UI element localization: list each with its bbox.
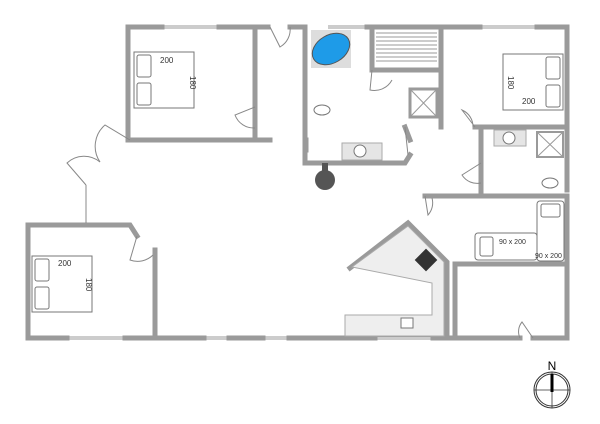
bed-length-label: 200 <box>58 259 72 268</box>
north-label: N <box>548 359 557 373</box>
furniture: 200 180 200 180 200 180 90 x 200 90 x 20… <box>31 30 565 337</box>
windows <box>67 25 537 340</box>
bed-length-label: 200 <box>160 56 174 65</box>
bed-width-label: 180 <box>506 76 515 90</box>
whirlpool-bath <box>311 32 351 66</box>
bed2-size-label: 90 x 200 <box>535 253 562 260</box>
single-beds: 90 x 200 90 x 200 <box>474 200 565 262</box>
sink-icon <box>353 144 367 158</box>
bed-top-right: 200 180 <box>502 53 564 111</box>
doors <box>66 26 534 339</box>
shower-top <box>409 88 438 118</box>
fireplace-icon <box>315 170 335 190</box>
walls <box>25 24 570 341</box>
bed1-size-label: 90 x 200 <box>499 239 526 246</box>
sink-icon <box>502 131 516 145</box>
shower-right <box>536 131 564 158</box>
bed-width-label: 180 <box>84 278 93 292</box>
stairs <box>376 32 437 62</box>
compass: N <box>533 359 571 409</box>
bed-top-left: 200 180 <box>133 51 197 109</box>
bed-length-label: 200 <box>522 97 536 106</box>
kitchen-counter <box>344 225 445 337</box>
bed-left: 200 180 <box>31 255 93 313</box>
toilet-icon <box>541 177 559 189</box>
toilet-icon <box>313 104 331 116</box>
bed-width-label: 180 <box>188 76 197 90</box>
chimney-flue <box>322 163 328 171</box>
kitchen-sink-icon <box>400 317 414 329</box>
